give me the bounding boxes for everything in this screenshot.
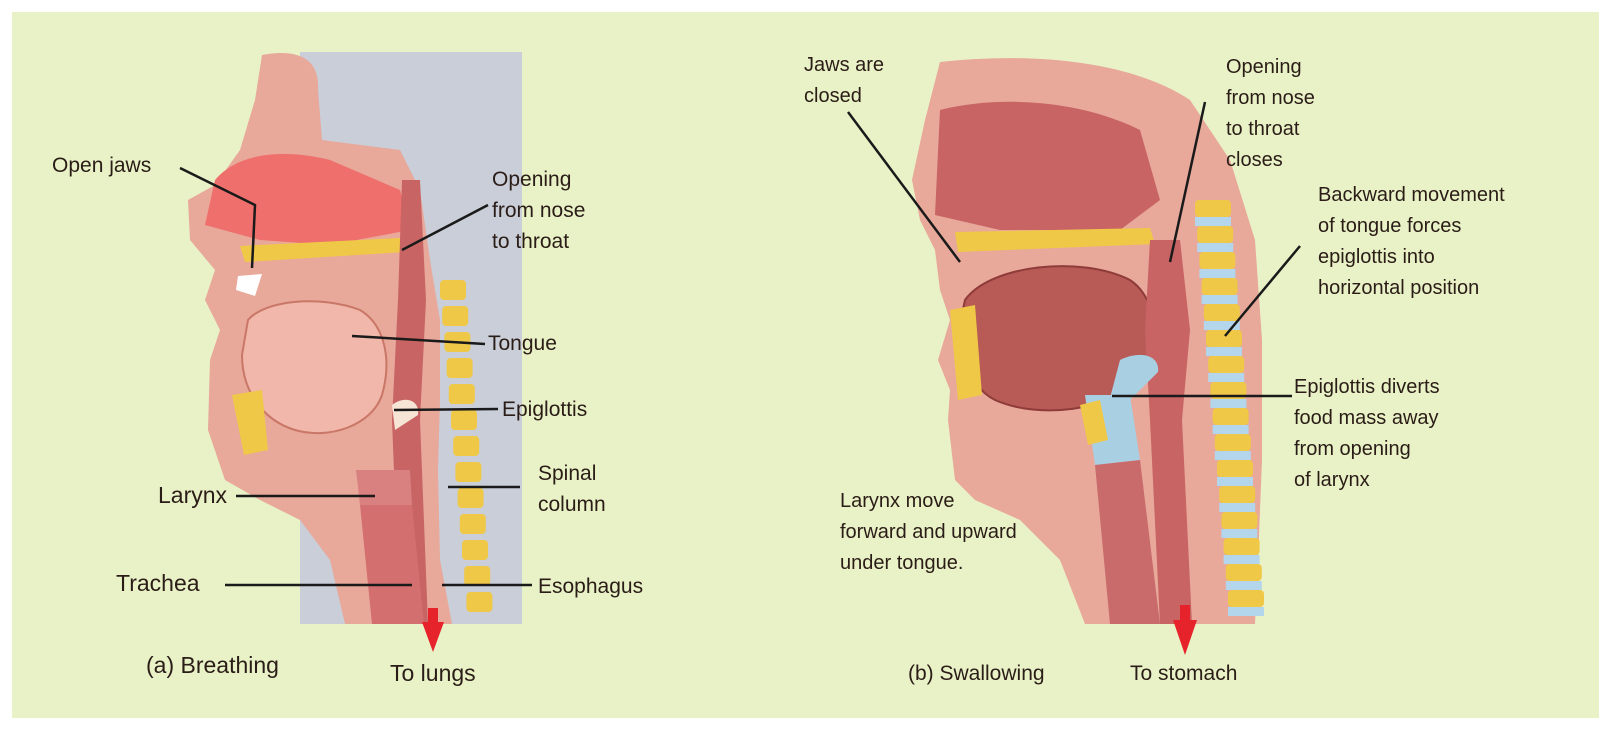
- label-larynx-move: Larynx move forward and upward under ton…: [840, 486, 1017, 579]
- vertebra: [453, 436, 479, 456]
- vertebra: [447, 358, 473, 378]
- vertebra: [1195, 200, 1231, 217]
- vertebra: [1199, 252, 1235, 269]
- caption-breathing: (a) Breathing: [146, 652, 279, 679]
- vertebra: [1204, 304, 1240, 321]
- vertebra: [1217, 460, 1253, 477]
- label-backward-movement: Backward movement of tongue forces epigl…: [1318, 180, 1505, 304]
- intervertebral-disc: [1215, 451, 1251, 460]
- vertebra: [1226, 564, 1262, 581]
- intervertebral-disc: [1197, 243, 1233, 252]
- vertebra: [466, 592, 492, 612]
- vertebra: [1215, 434, 1251, 451]
- label-esophagus: Esophagus: [538, 571, 643, 602]
- leader-epiglottis: [394, 409, 498, 410]
- caption-swallowing: (b) Swallowing: [908, 662, 1045, 686]
- label-to-lungs: To lungs: [390, 660, 476, 687]
- vertebra: [1197, 226, 1233, 243]
- intervertebral-disc: [1199, 269, 1235, 278]
- intervertebral-disc: [1224, 555, 1260, 564]
- vertebra: [1219, 486, 1255, 503]
- intervertebral-disc: [1213, 425, 1249, 434]
- label-tongue: Tongue: [488, 328, 557, 359]
- vertebra: [1206, 330, 1242, 347]
- label-to-stomach: To stomach: [1130, 662, 1237, 686]
- intervertebral-disc: [1195, 217, 1231, 226]
- vertebra: [1224, 538, 1260, 555]
- vertebra: [451, 410, 477, 430]
- label-trachea: Trachea: [116, 568, 200, 599]
- intervertebral-disc: [1219, 503, 1255, 512]
- vertebra: [1228, 590, 1264, 607]
- vertebra: [1208, 356, 1244, 373]
- vertebra: [440, 280, 466, 300]
- label-epiglottis-diverts: Epiglottis diverts food mass away from o…: [1294, 372, 1440, 496]
- label-open-jaws: Open jaws: [52, 150, 151, 181]
- label-jaws-closed: Jaws are closed: [804, 50, 884, 112]
- label-opening-nose-throat: Opening from nose to throat: [492, 164, 585, 257]
- label-epiglottis: Epiglottis: [502, 394, 587, 425]
- vertebra: [1202, 278, 1238, 295]
- label-spinal-column: Spinal column: [538, 458, 606, 520]
- vertebra: [1221, 512, 1257, 529]
- larynx-a: [356, 470, 412, 505]
- intervertebral-disc: [1202, 295, 1238, 304]
- vertebra: [442, 306, 468, 326]
- label-opening-closes: Opening from nose to throat closes: [1226, 52, 1315, 176]
- vertebra: [464, 566, 490, 586]
- intervertebral-disc: [1208, 373, 1244, 382]
- vertebra: [1213, 408, 1249, 425]
- vertebra: [455, 462, 481, 482]
- vertebra: [462, 540, 488, 560]
- vertebra: [458, 488, 484, 508]
- vertebra: [449, 384, 475, 404]
- label-larynx: Larynx: [158, 480, 227, 511]
- vertebra: [460, 514, 486, 534]
- intervertebral-disc: [1210, 399, 1246, 408]
- intervertebral-disc: [1226, 581, 1262, 590]
- intervertebral-disc: [1206, 347, 1242, 356]
- intervertebral-disc: [1228, 607, 1264, 616]
- intervertebral-disc: [1217, 477, 1253, 486]
- intervertebral-disc: [1221, 529, 1257, 538]
